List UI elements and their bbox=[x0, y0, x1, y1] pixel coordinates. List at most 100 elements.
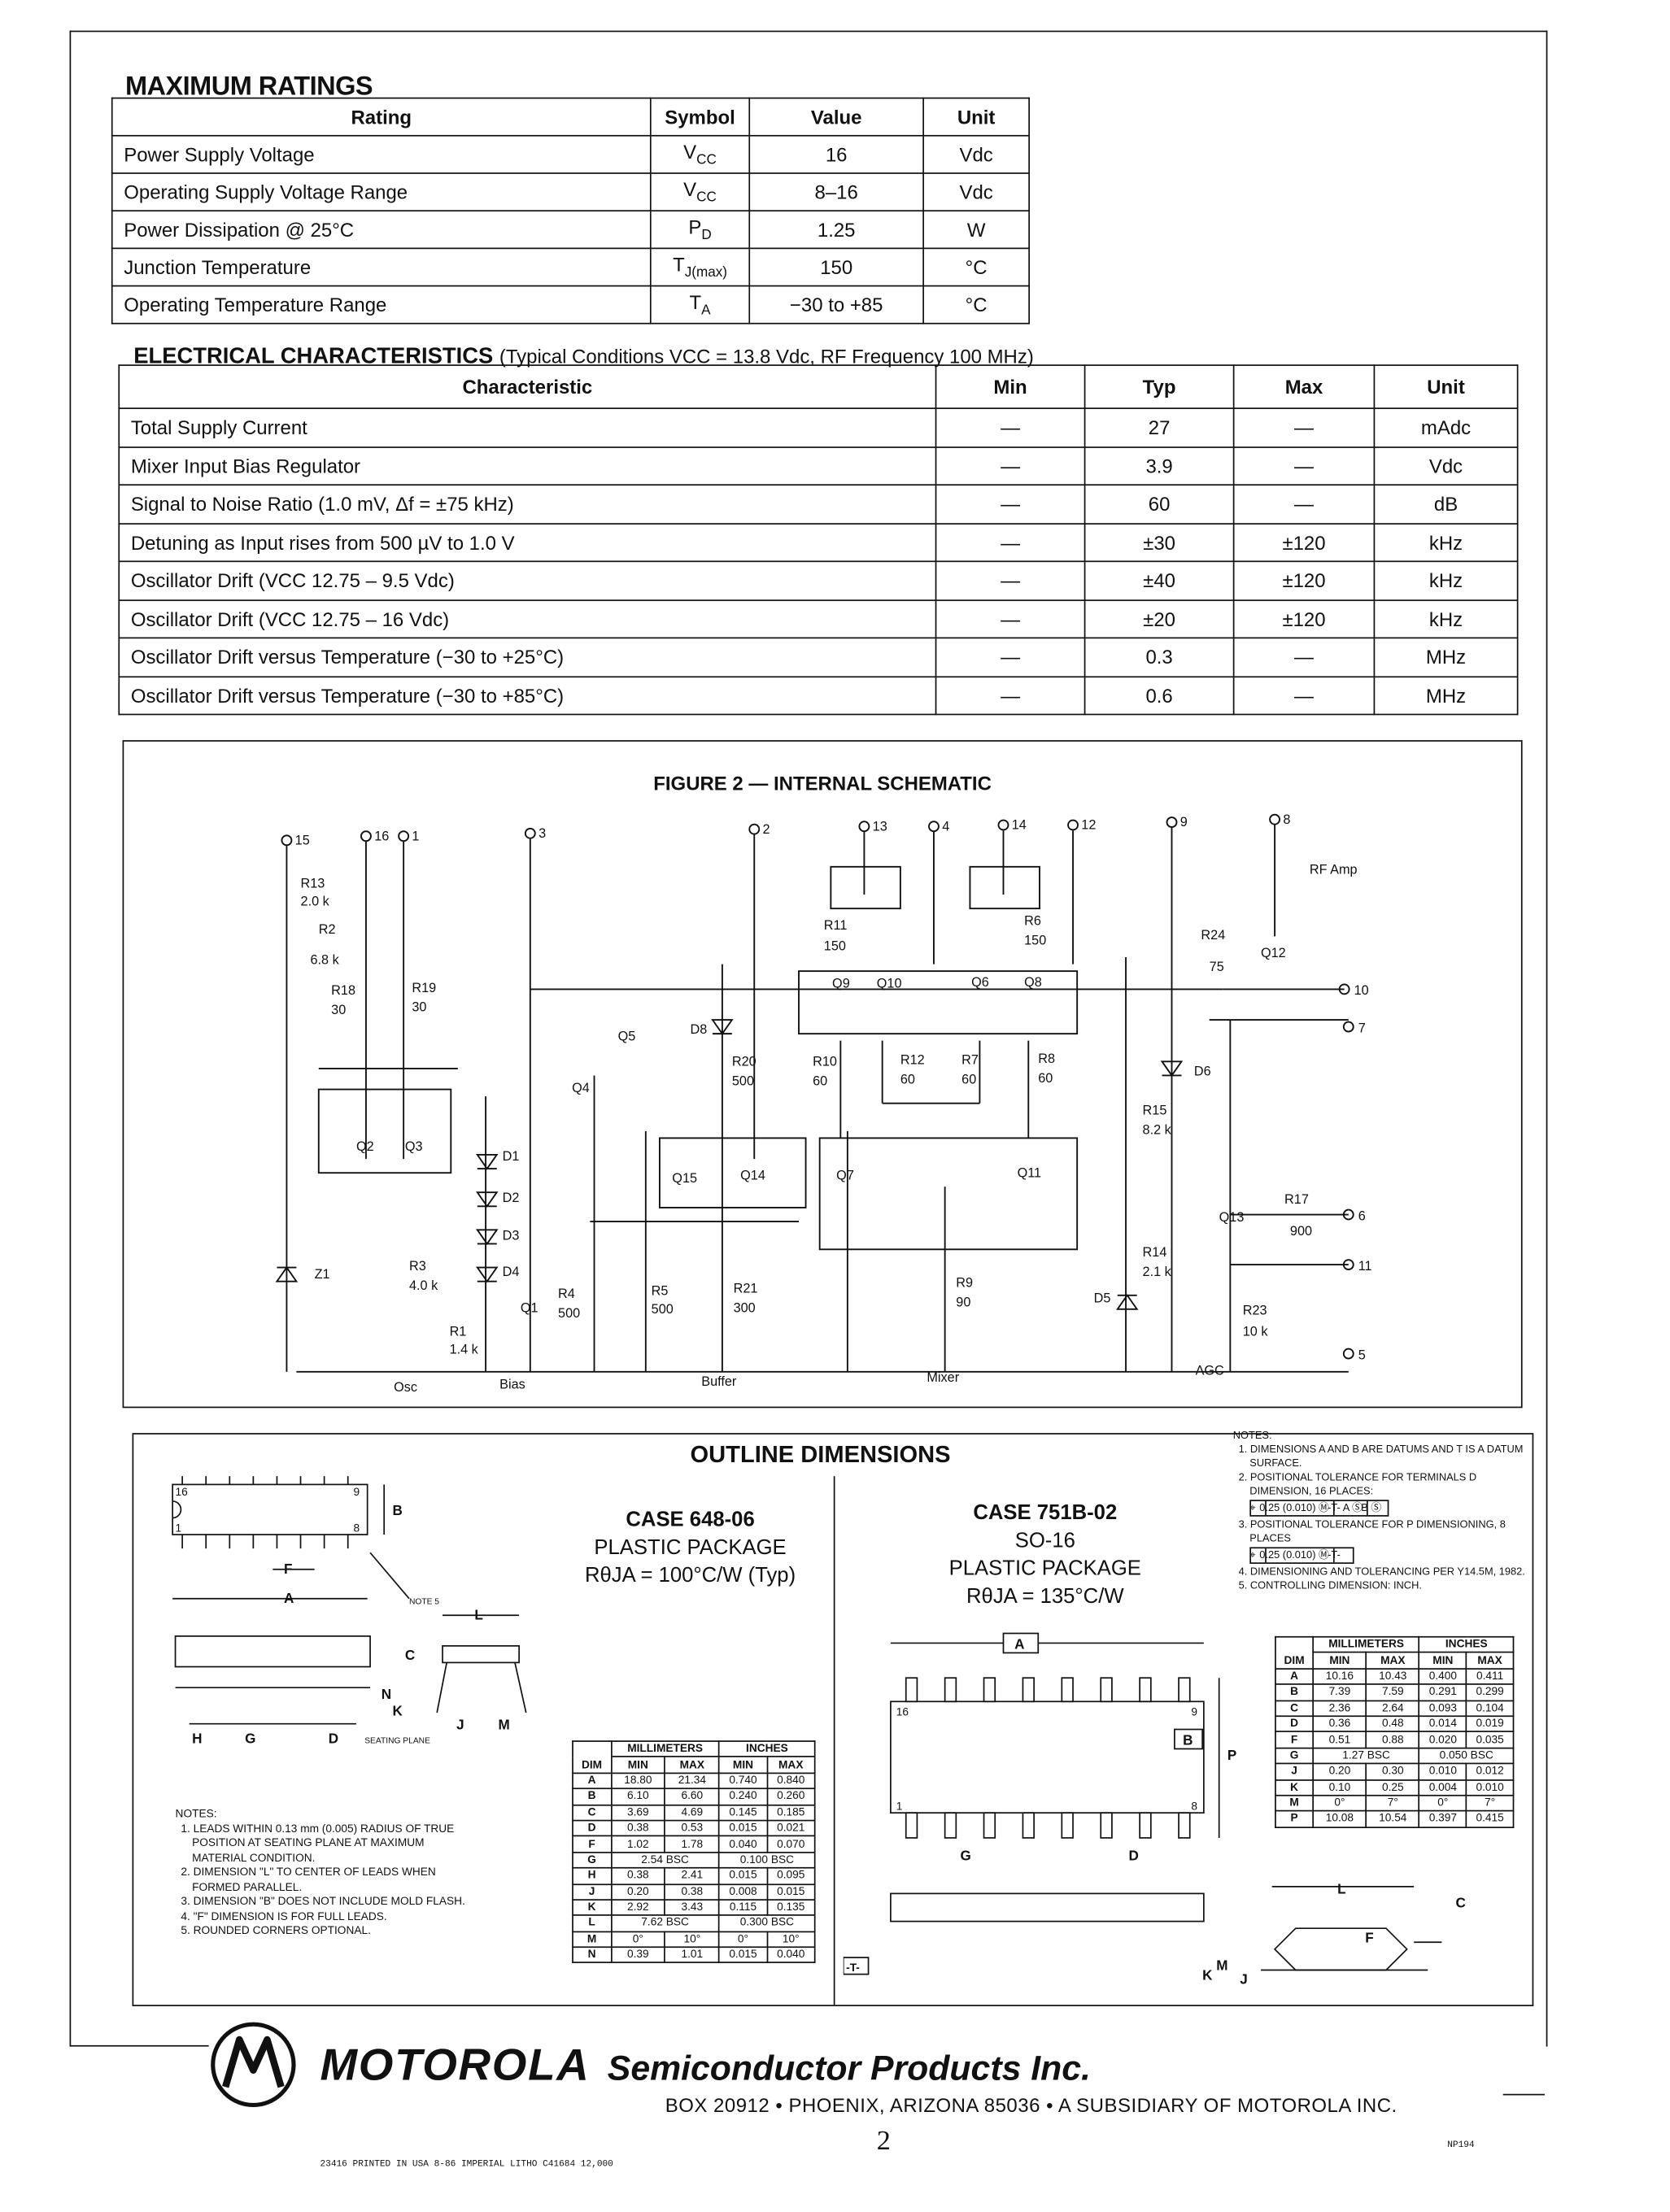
component-label: R10 bbox=[813, 1054, 837, 1069]
component-label: 150 bbox=[824, 938, 846, 953]
dim-value: 3.43 bbox=[664, 1899, 720, 1917]
dim-value: 0.040 bbox=[718, 1835, 768, 1853]
svg-text:1: 1 bbox=[896, 1801, 903, 1813]
dim-value: 0.093 bbox=[1419, 1699, 1467, 1718]
cell-min: — bbox=[935, 599, 1086, 639]
cell-max: — bbox=[1232, 446, 1376, 486]
dim-value: 0.38 bbox=[610, 1867, 666, 1885]
dim-value: 0.115 bbox=[718, 1899, 768, 1917]
dim-letter: B bbox=[1275, 1683, 1315, 1701]
schematic-diodes bbox=[275, 1019, 1184, 1310]
component-label: Z1 bbox=[315, 1267, 330, 1282]
component-label: R2 bbox=[319, 922, 336, 937]
component-label: Q8 bbox=[1024, 975, 1042, 990]
terminal-label: 8 bbox=[1283, 812, 1290, 827]
component-label: D6 bbox=[1194, 1064, 1211, 1078]
rating-symbol: VCC bbox=[649, 134, 751, 174]
component-label: Q10 bbox=[877, 977, 902, 991]
component-label: R6 bbox=[1024, 914, 1041, 929]
section-label: Mixer bbox=[927, 1370, 959, 1385]
svg-text:9: 9 bbox=[354, 1486, 360, 1498]
dim-value: 0.008 bbox=[718, 1883, 768, 1901]
terminal-label: 16 bbox=[374, 829, 389, 843]
rating-value: 150 bbox=[748, 247, 924, 287]
cell-min: — bbox=[935, 407, 1086, 448]
svg-text:J: J bbox=[1240, 1972, 1248, 1988]
terminal-label: 7 bbox=[1358, 1021, 1366, 1035]
col-characteristic: Characteristic bbox=[118, 364, 937, 409]
dim-value: 0.20 bbox=[1312, 1762, 1367, 1781]
dim-letter: C bbox=[572, 1804, 612, 1822]
electrical-row: Total Supply Current—27—mAdc bbox=[118, 407, 1519, 448]
component-label: R9 bbox=[956, 1275, 973, 1290]
dim-value: 0.015 bbox=[718, 1867, 768, 1885]
dim-value: 7.39 bbox=[1312, 1683, 1367, 1701]
dim-letter: B bbox=[572, 1787, 612, 1805]
electrical-row: Oscillator Drift versus Temperature (−30… bbox=[118, 637, 1519, 677]
dim-mm-bsc: 2.54 BSC bbox=[610, 1851, 720, 1869]
svg-text:L: L bbox=[474, 1607, 482, 1622]
component-label: 30 bbox=[412, 1000, 426, 1015]
svg-text:G: G bbox=[245, 1731, 255, 1747]
electrical-row: Detuning as Input rises from 500 µV to 1… bbox=[118, 522, 1519, 563]
svg-text:B: B bbox=[1183, 1732, 1193, 1748]
component-label: Q7 bbox=[836, 1169, 854, 1183]
rating-name: Power Dissipation @ 25°C bbox=[111, 210, 652, 250]
dim-letter: P bbox=[1275, 1810, 1315, 1828]
cell-min: — bbox=[935, 675, 1086, 716]
dim-value: 0.145 bbox=[718, 1804, 768, 1822]
electrical-row: Oscillator Drift (VCC 12.75 – 9.5 Vdc)—±… bbox=[118, 560, 1519, 601]
dim-value: 0.015 bbox=[765, 1883, 816, 1901]
cell-max: — bbox=[1232, 675, 1376, 716]
dim-letter: F bbox=[1275, 1731, 1315, 1749]
cell-characteristic: Oscillator Drift versus Temperature (−30… bbox=[118, 637, 937, 677]
terminal-pin bbox=[997, 819, 1009, 831]
col-min: Min bbox=[935, 364, 1086, 409]
terminal-label: 12 bbox=[1081, 818, 1096, 833]
electrical-table: Characteristic Min Typ Max Unit Total Su… bbox=[118, 364, 1519, 716]
component-label: RF Amp bbox=[1310, 862, 1358, 877]
svg-text:-T-: -T- bbox=[846, 1962, 860, 1974]
cell-characteristic: Signal to Noise Ratio (1.0 mV, Δf = ±75 … bbox=[118, 484, 937, 525]
dim-letter: G bbox=[572, 1851, 612, 1869]
dim-value: 21.34 bbox=[664, 1772, 720, 1790]
outline-title: OUTLINE DIMENSIONS bbox=[690, 1441, 951, 1468]
svg-text:J: J bbox=[456, 1718, 464, 1733]
dim-value: 0° bbox=[1419, 1794, 1467, 1813]
terminal-pin bbox=[1342, 1021, 1354, 1033]
cell-characteristic: Total Supply Current bbox=[118, 407, 937, 448]
svg-text:SEATING PLANE: SEATING PLANE bbox=[364, 1737, 430, 1746]
dim-value: 18.80 bbox=[610, 1772, 666, 1790]
svg-text:F: F bbox=[1365, 1930, 1373, 1945]
cell-min: — bbox=[935, 560, 1086, 601]
notes-648: NOTES: 1. LEADS WITHIN 0.13 mm (0.005) R… bbox=[175, 1807, 465, 1937]
cell-unit: Vdc bbox=[1373, 446, 1519, 486]
footer-address: BOX 20912 • PHOENIX, ARIZONA 85036 • A S… bbox=[665, 2093, 1397, 2117]
dim-value: 0.48 bbox=[1365, 1715, 1420, 1733]
tolerance-frame-2: ⌖0.25 (0.010) Ⓜ-T- bbox=[1249, 1547, 1354, 1564]
dim-value: 0.014 bbox=[1419, 1715, 1467, 1733]
col-rating: Rating bbox=[111, 97, 652, 137]
svg-text:M: M bbox=[1216, 1957, 1227, 1973]
component-label: Q6 bbox=[971, 975, 989, 990]
dim-value: 0.135 bbox=[765, 1899, 816, 1917]
svg-text:K: K bbox=[1202, 1967, 1213, 1983]
dim-value: 10.43 bbox=[1365, 1667, 1420, 1686]
dim-value: 4.69 bbox=[664, 1804, 720, 1822]
terminal-pin bbox=[928, 821, 940, 833]
case1-name: CASE 648-06 bbox=[626, 1508, 755, 1532]
cell-max: ±120 bbox=[1232, 560, 1376, 601]
dim-value: 0.38 bbox=[610, 1819, 666, 1837]
component-label: R20 bbox=[732, 1054, 757, 1069]
section-divider bbox=[833, 1476, 835, 2005]
dim-letter: M bbox=[1275, 1794, 1315, 1813]
